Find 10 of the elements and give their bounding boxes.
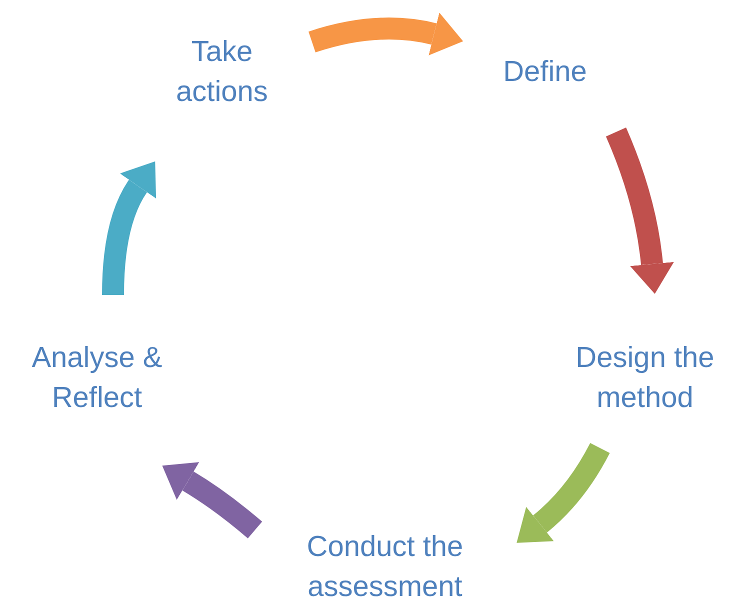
curved-arrow xyxy=(162,462,262,538)
curved-arrow xyxy=(517,442,610,544)
step-label: Analyse & Reflect xyxy=(30,341,164,416)
curved-arrow xyxy=(102,160,157,296)
step-label: Take actions xyxy=(175,35,269,110)
curved-arrow xyxy=(606,128,674,294)
curved-arrow xyxy=(308,12,464,56)
step-label: Define xyxy=(502,55,588,90)
step-label: Design the method xyxy=(574,341,716,416)
step-label: Conduct the assessment xyxy=(306,530,464,603)
